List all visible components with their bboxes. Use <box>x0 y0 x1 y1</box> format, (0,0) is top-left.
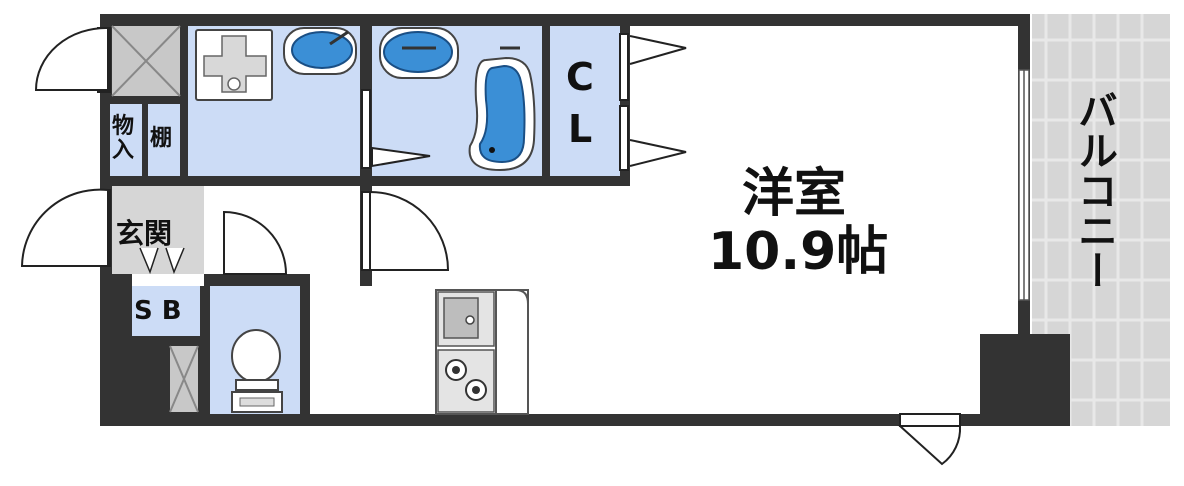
closet-label-l: L <box>568 107 593 151</box>
storage-door <box>34 26 111 93</box>
storage-label-2: 入 <box>112 138 135 163</box>
balcony-window <box>1018 69 1030 301</box>
toilet-door <box>223 210 288 275</box>
small-door-bottom <box>897 413 962 466</box>
front-door <box>20 188 111 267</box>
area-label: 10.9帖 <box>708 222 889 282</box>
closet-doors <box>619 33 687 171</box>
entrance-label: 玄関 <box>116 217 173 250</box>
room-door <box>361 190 450 271</box>
bathroom-door <box>361 89 431 169</box>
shoe-box-label: S B <box>134 296 182 326</box>
storage-label-1: 物 <box>112 114 135 139</box>
wash-basin <box>283 27 357 75</box>
western-room-label: 洋室 <box>742 164 847 224</box>
washer-pan <box>195 29 273 101</box>
bath-sink <box>379 27 459 79</box>
balcony-label: バルコニー <box>1071 90 1117 290</box>
toilet <box>231 329 283 413</box>
shoebox-doors <box>139 247 185 275</box>
closet-label-c: C <box>566 55 594 99</box>
shelf-label: 棚 <box>150 126 173 151</box>
entrance-floor <box>112 186 204 274</box>
kitchen-counter <box>435 289 529 415</box>
pipe-shaft <box>111 25 199 413</box>
bathtub <box>468 46 536 172</box>
